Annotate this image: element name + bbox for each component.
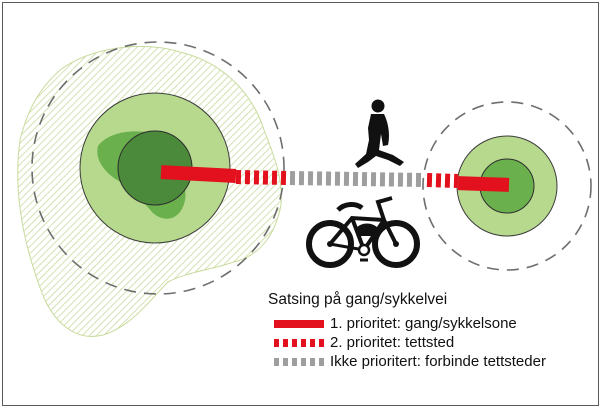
pedestrian-icon: [355, 99, 404, 168]
priority-2-bar-right: [426, 173, 459, 188]
legend-swatch-not-prioritized: [274, 358, 324, 366]
legend-label-priority-1: 1. prioritet: gang/sykkelsone: [330, 315, 517, 332]
legend-item-priority-2: 2. prioritet: tettsted: [268, 333, 598, 352]
dashed-range-ring-large: [31, 41, 285, 295]
legend-swatch-priority-1: [274, 320, 324, 328]
diagram-frame: [2, 2, 599, 406]
not-prioritized-bar: [289, 171, 426, 187]
legend-title: Satsing på gang/sykkelvei: [268, 291, 448, 308]
legend-item-priority-1: 1. prioritet: gang/sykkelsone: [268, 314, 598, 333]
legend-label-not-prioritized: Ikke prioritert: forbinde tettsteder: [330, 353, 546, 370]
bicycle-icon: [306, 196, 420, 268]
legend-label-priority-2: 2. prioritet: tettsted: [330, 334, 455, 351]
priority-1-bar-left: [160, 165, 237, 183]
legend-item-not-prioritized: Ikke prioritert: forbinde tettsteder: [268, 352, 598, 371]
legend: Satsing på gang/sykkelvei 1. prioritet: …: [268, 290, 598, 371]
legend-swatch-priority-2: [274, 339, 324, 347]
dashed-range-ring-small: [422, 101, 592, 271]
priority-1-bar-right: [457, 176, 510, 192]
